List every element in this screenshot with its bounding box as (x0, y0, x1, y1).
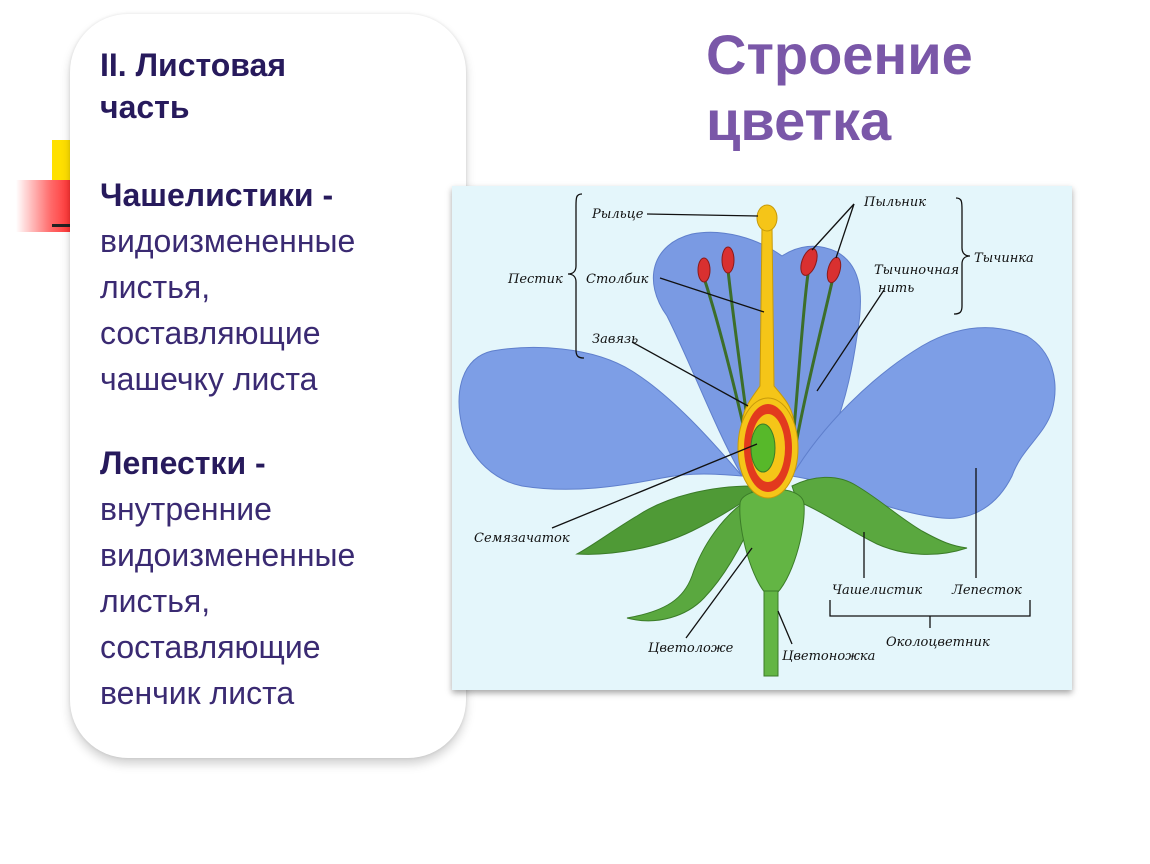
card-heading-line2: часть (100, 89, 190, 125)
petals-desc-line: внутренние (100, 491, 272, 527)
label-ovary: Завязь (592, 332, 638, 347)
label-stamen: Тычинка (974, 251, 1034, 266)
anther (721, 246, 735, 274)
petals-definition: Лепестки - внутренние видоизмененные лис… (100, 440, 446, 716)
petals-desc-line: видоизмененные (100, 537, 356, 573)
sepals-term: Чашелистики - (100, 177, 334, 213)
decor-line (52, 224, 74, 227)
sepal-left-front (626, 495, 758, 622)
label-receptacle: Цветоложе (648, 641, 734, 656)
petals-desc-line: венчик листа (100, 675, 295, 711)
petals-desc-line: составляющие (100, 629, 321, 665)
label-perianth: Околоцветник (886, 635, 990, 650)
leader-line (631, 341, 749, 407)
decor-yellow-bar (52, 140, 72, 188)
slide-title: Строение цветка (706, 22, 1126, 154)
sepals-desc-line: составляющие (100, 315, 321, 351)
leader-line (811, 203, 855, 251)
perianth-bracket (829, 600, 1031, 628)
label-filament-line2: нить (878, 281, 914, 296)
label-sepal: Чашелистик (832, 583, 922, 598)
ovule (750, 423, 776, 473)
leader-line (646, 213, 759, 217)
slide-title-line2: цветка (706, 89, 892, 152)
flower-diagram-svg: Рыльце Пестик Столбик Завязь Пыльник Тыч… (458, 193, 1056, 677)
stamen-bracket (953, 197, 971, 315)
petals-desc-line: листья, (100, 583, 211, 619)
card-heading-line1: II. Листовая (100, 47, 286, 83)
anther (697, 257, 711, 283)
sepals-desc-line: видоизмененные (100, 223, 356, 259)
label-petal: Лепесток (951, 583, 1022, 598)
pedicel (763, 590, 779, 677)
receptacle (739, 488, 805, 597)
sepal-left-back (575, 485, 753, 555)
flower-diagram: Рыльце Пестик Столбик Завязь Пыльник Тыч… (452, 186, 1072, 690)
leader-line (659, 277, 765, 313)
sepals-desc-line: чашечку листа (100, 361, 318, 397)
left-petal (458, 347, 744, 490)
leader-line (816, 289, 885, 392)
card-heading: II. Листовая часть (100, 44, 446, 128)
label-anther: Пыльник (863, 195, 926, 210)
leader-line (777, 610, 793, 645)
leader-line (835, 203, 855, 259)
leader-line (551, 443, 758, 529)
label-style: Столбик (586, 272, 649, 287)
pistil-stigma (756, 204, 778, 232)
sepal-right (791, 476, 968, 555)
petals-term: Лепестки - (100, 445, 266, 481)
sepals-desc-line: листья, (100, 269, 211, 305)
label-pistil: Пестик (507, 272, 563, 287)
anther (826, 256, 842, 284)
leader-line (685, 547, 753, 639)
label-ovule: Семязачаток (474, 531, 570, 546)
text-card: II. Листовая часть Чашелистики - видоизм… (70, 14, 466, 758)
sepals-definition: Чашелистики - видоизмененные листья, сос… (100, 172, 446, 402)
label-stigma: Рыльце (591, 207, 644, 222)
pistil-bracket (567, 193, 585, 359)
slide-title-line1: Строение (706, 23, 973, 86)
label-filament-line1: Тычиночная (874, 263, 959, 278)
label-pedicel: Цветоножка (782, 649, 875, 664)
decor-red-gradient (16, 180, 74, 232)
